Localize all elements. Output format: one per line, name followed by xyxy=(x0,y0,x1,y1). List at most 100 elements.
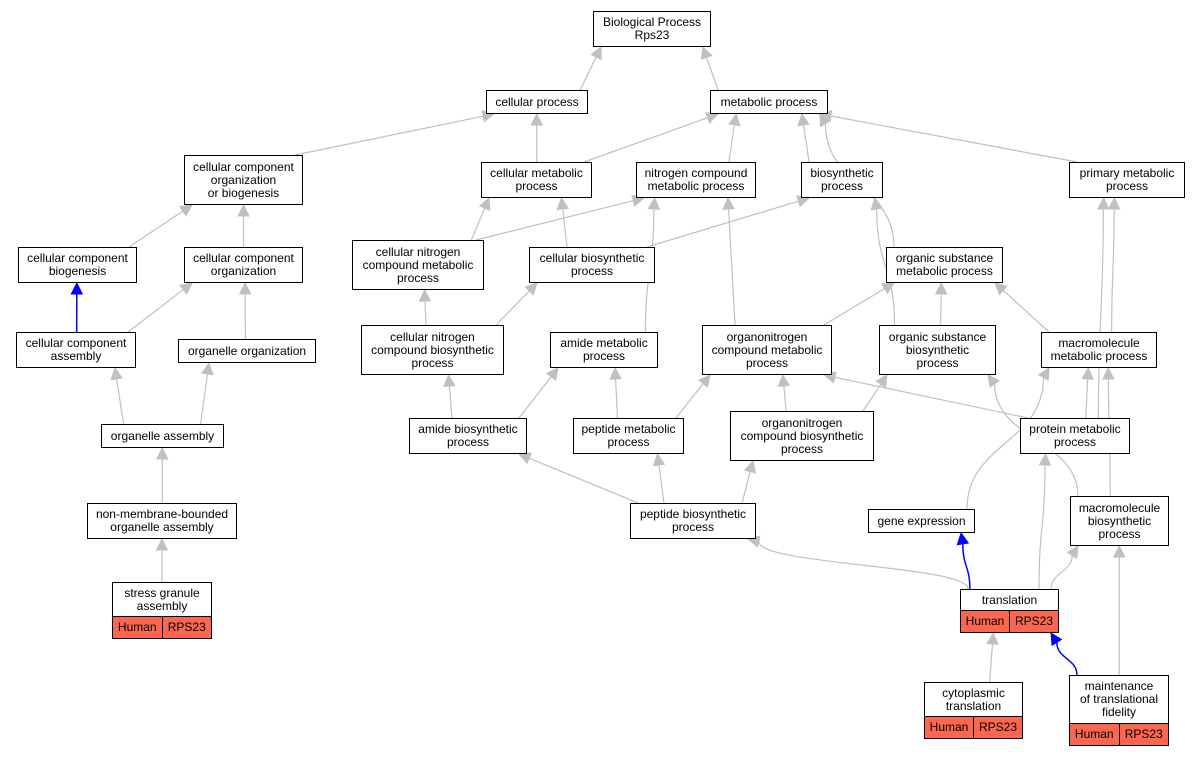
arrowhead xyxy=(1097,196,1110,210)
arrowhead xyxy=(652,452,666,467)
node-label: process xyxy=(916,355,959,370)
node-label: organonitrogen xyxy=(761,415,843,430)
edge-cellular_biosynthetic-to-cellular_metabolic xyxy=(562,208,568,248)
edge-macromolecule_metabolic-to-organic_substance_metabolic xyxy=(1002,289,1050,333)
node-label: primary metabolic xyxy=(1079,166,1175,180)
node-label: assembly xyxy=(136,598,188,613)
arrowhead xyxy=(478,196,491,212)
node-label: process xyxy=(515,179,558,193)
arrowhead xyxy=(70,281,84,295)
edge-cellular_biosynthetic-to-biosynthetic xyxy=(646,200,799,248)
node-cellular-process[interactable]: cellular process xyxy=(486,90,588,114)
node-label: cellular component xyxy=(25,336,127,350)
node-label: cellular component xyxy=(27,251,128,265)
edge-peptide_metabolic-to-amide_metabolic xyxy=(614,378,619,419)
node-label: compound metabolic xyxy=(362,257,474,272)
node-label: organelle assembly xyxy=(110,428,215,443)
node-label: stress granule xyxy=(124,585,200,600)
arrowhead xyxy=(237,203,250,217)
edge-cellular_process-to-root xyxy=(579,56,597,91)
edge-maintenance_fidelity-to-translation xyxy=(1056,642,1078,676)
edge-cc_assembly-to-cc_organization xyxy=(127,289,184,333)
edge-organelle_assembly-to-cc_assembly xyxy=(116,378,125,425)
node-label: cellular nitrogen xyxy=(390,329,475,344)
arrowhead xyxy=(1037,367,1050,382)
arrowhead xyxy=(545,367,559,381)
edge-metabolic_process-to-root xyxy=(706,57,719,91)
node-gene-expression[interactable]: gene expression xyxy=(868,509,975,533)
node-label: organization xyxy=(210,172,277,187)
edge-peptide_biosynthetic-to-organonitrogen_biosynthetic xyxy=(741,471,751,504)
node-organelle-organization[interactable]: organelle organization xyxy=(178,339,316,363)
arrowhead xyxy=(609,366,622,380)
species-cell: Human xyxy=(929,720,969,734)
node-label: process xyxy=(820,179,864,193)
edge-cytoplasmic_translation-to-translation xyxy=(989,643,994,683)
node-label: translation xyxy=(981,592,1038,607)
arrowhead xyxy=(590,45,602,61)
node-label: gene expression xyxy=(877,513,966,528)
node-label: process xyxy=(745,355,789,370)
arrowhead xyxy=(987,374,1000,388)
edge-gene_expression-to-macromolecule_metabolic xyxy=(966,377,1045,510)
node-label: Rps23 xyxy=(634,28,670,42)
node-label: process xyxy=(570,264,614,278)
arrowhead xyxy=(1066,545,1079,560)
node-label: nitrogen compound xyxy=(644,166,748,180)
arrowhead xyxy=(728,112,741,127)
arrowhead xyxy=(179,282,193,296)
arrowhead xyxy=(530,112,544,126)
arrowhead xyxy=(700,45,713,60)
edge-cell_nitrogen_metabolic-to-nitrogen_compound_metabolic xyxy=(475,200,634,241)
node-metabolic-process[interactable]: metabolic process xyxy=(710,90,828,114)
edge-organic_substance_biosynthetic-to-organic_substance_metabolic xyxy=(940,293,942,326)
node-label: assembly xyxy=(50,349,102,363)
node-label: compound metabolic xyxy=(711,342,823,357)
edge-organonitrogen_metabolic-to-organic_substance_metabolic xyxy=(823,288,885,326)
arrowhead xyxy=(1081,366,1094,380)
node-label: peptide metabolic xyxy=(581,422,676,436)
edge-translation-to-peptide_biosynthetic xyxy=(758,541,969,590)
arrowhead xyxy=(1038,452,1052,466)
node-label: process xyxy=(780,441,824,456)
arrowhead xyxy=(517,452,533,465)
arrowhead xyxy=(743,459,757,474)
node-organelle-assembly[interactable]: organelle assembly xyxy=(101,424,224,448)
arrowhead xyxy=(797,112,810,127)
node-label: metabolic process xyxy=(896,264,993,278)
arrowhead xyxy=(777,373,791,388)
edge-organic_substance_biosynthetic-to-biosynthetic xyxy=(876,208,896,326)
arrowhead xyxy=(155,446,169,460)
